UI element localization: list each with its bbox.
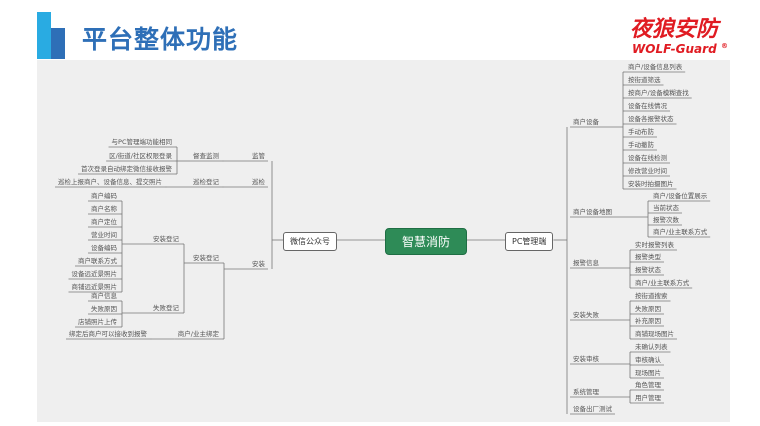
leaf-item[interactable]: 报警次数 (653, 216, 679, 224)
sub-patrol-register[interactable]: 巡检登记 (193, 178, 219, 186)
branch-right-0[interactable]: 商户设备 (573, 118, 599, 126)
leaf-item[interactable]: 区/街道/社区权限登录 (109, 152, 172, 160)
leaf-item[interactable]: 店铺照片上传 (78, 318, 117, 326)
leaf-item[interactable]: 角色管理 (635, 381, 661, 389)
branch-right-2[interactable]: 报警信息 (573, 259, 599, 267)
title-accent-bar-dark (51, 28, 65, 59)
leaf-item[interactable]: 未确认列表 (635, 343, 668, 351)
leaf-item[interactable]: 商户/设备位置展示 (653, 192, 708, 200)
sub-install-register[interactable]: 安装登记 (193, 254, 219, 262)
logo-reg: ® (721, 42, 729, 50)
pc-root-node[interactable]: PC管理端 (505, 232, 554, 251)
leaf-item[interactable]: 与PC管理端功能相同 (111, 138, 172, 146)
branch-left-supervise[interactable]: 监管 (252, 152, 265, 160)
leaf-item[interactable]: 按商户/设备模糊查找 (628, 89, 689, 97)
install-register-group[interactable]: 安装登记 (153, 235, 179, 243)
leaf-item[interactable]: 手动布防 (628, 128, 654, 136)
leaf-item[interactable]: 报警类型 (635, 253, 661, 261)
mindmap-panel (37, 60, 730, 422)
leaf-item[interactable]: 营业时间 (91, 231, 117, 239)
sub-owner-binding[interactable]: 商户/业主绑定 (177, 330, 219, 338)
leaf-item[interactable]: 商户名称 (91, 205, 117, 213)
leaf-item[interactable]: 绑定后商户可以接收到报警 (69, 330, 147, 338)
branch-right-3[interactable]: 安装失败 (573, 311, 599, 319)
branch-right-5[interactable]: 系统管理 (573, 388, 599, 396)
leaf-item[interactable]: 安装时拍摄图片 (628, 180, 674, 188)
leaf-item[interactable]: 补充原因 (635, 317, 661, 325)
sub-inspection-monitor[interactable]: 督查监测 (193, 152, 219, 160)
leaf-item[interactable]: 巡检上报商户、设备信息、提交照片 (58, 178, 162, 186)
leaf-item[interactable]: 商户/业主联系方式 (635, 279, 690, 287)
fail-register-group[interactable]: 失败登记 (153, 304, 179, 312)
branch-right-6[interactable]: 设备出厂测试 (573, 405, 612, 413)
leaf-item[interactable]: 商户联系方式 (78, 257, 117, 265)
leaf-item[interactable]: 审核确认 (635, 356, 661, 364)
wolf-guard-logo: 夜狼安防 WOLF-Guard ® (630, 17, 728, 57)
leaf-item[interactable]: 用户管理 (635, 394, 661, 402)
leaf-item[interactable]: 设备在线检测 (628, 154, 667, 162)
leaf-item[interactable]: 现场图片 (635, 369, 661, 377)
leaf-item[interactable]: 商户/设备信息列表 (628, 63, 683, 71)
leaf-item[interactable]: 实时报警列表 (635, 241, 674, 249)
leaf-item[interactable]: 商户/业主联系方式 (653, 228, 708, 236)
leaf-item[interactable]: 设备编码 (91, 244, 117, 252)
leaf-item[interactable]: 按街道筛选 (628, 76, 661, 84)
leaf-item[interactable]: 商铺远近景照片 (71, 283, 118, 291)
branch-right-4[interactable]: 安装审核 (573, 355, 599, 363)
leaf-item[interactable]: 手动撤防 (628, 141, 654, 149)
branch-left-install[interactable]: 安装 (252, 260, 265, 268)
leaf-item[interactable]: 报警状态 (635, 266, 661, 274)
leaf-item[interactable]: 修改营业时间 (628, 167, 667, 175)
leaf-item[interactable]: 商铺现场图片 (635, 330, 674, 338)
branch-right-1[interactable]: 商户设备地图 (573, 208, 612, 216)
branch-left-patrol[interactable]: 巡检 (252, 178, 265, 186)
leaf-item[interactable]: 商户定位 (91, 218, 117, 226)
leaf-item[interactable]: 首次登录自动绑定微信接收报警 (81, 165, 172, 173)
leaf-item[interactable]: 商户信息 (91, 292, 117, 300)
leaf-item[interactable]: 按街道搜索 (635, 292, 668, 300)
leaf-item[interactable]: 商户编码 (91, 192, 117, 200)
leaf-item[interactable]: 设备各报警状态 (628, 115, 674, 123)
title-accent-bar (37, 12, 51, 59)
leaf-item[interactable]: 设备在线情况 (628, 102, 667, 110)
leaf-item[interactable]: 失败原因 (635, 305, 661, 313)
wechat-root-node[interactable]: 微信公众号 (283, 232, 337, 251)
page-title: 平台整体功能 (82, 25, 239, 54)
logo-en: WOLF-Guard (632, 42, 717, 56)
center-node[interactable]: 智慧消防 (385, 228, 467, 255)
logo-cn: 夜狼安防 (630, 17, 719, 42)
leaf-item[interactable]: 当前状态 (653, 204, 679, 212)
leaf-item[interactable]: 设备远近景照片 (71, 270, 118, 278)
leaf-item[interactable]: 失败原因 (91, 305, 117, 313)
